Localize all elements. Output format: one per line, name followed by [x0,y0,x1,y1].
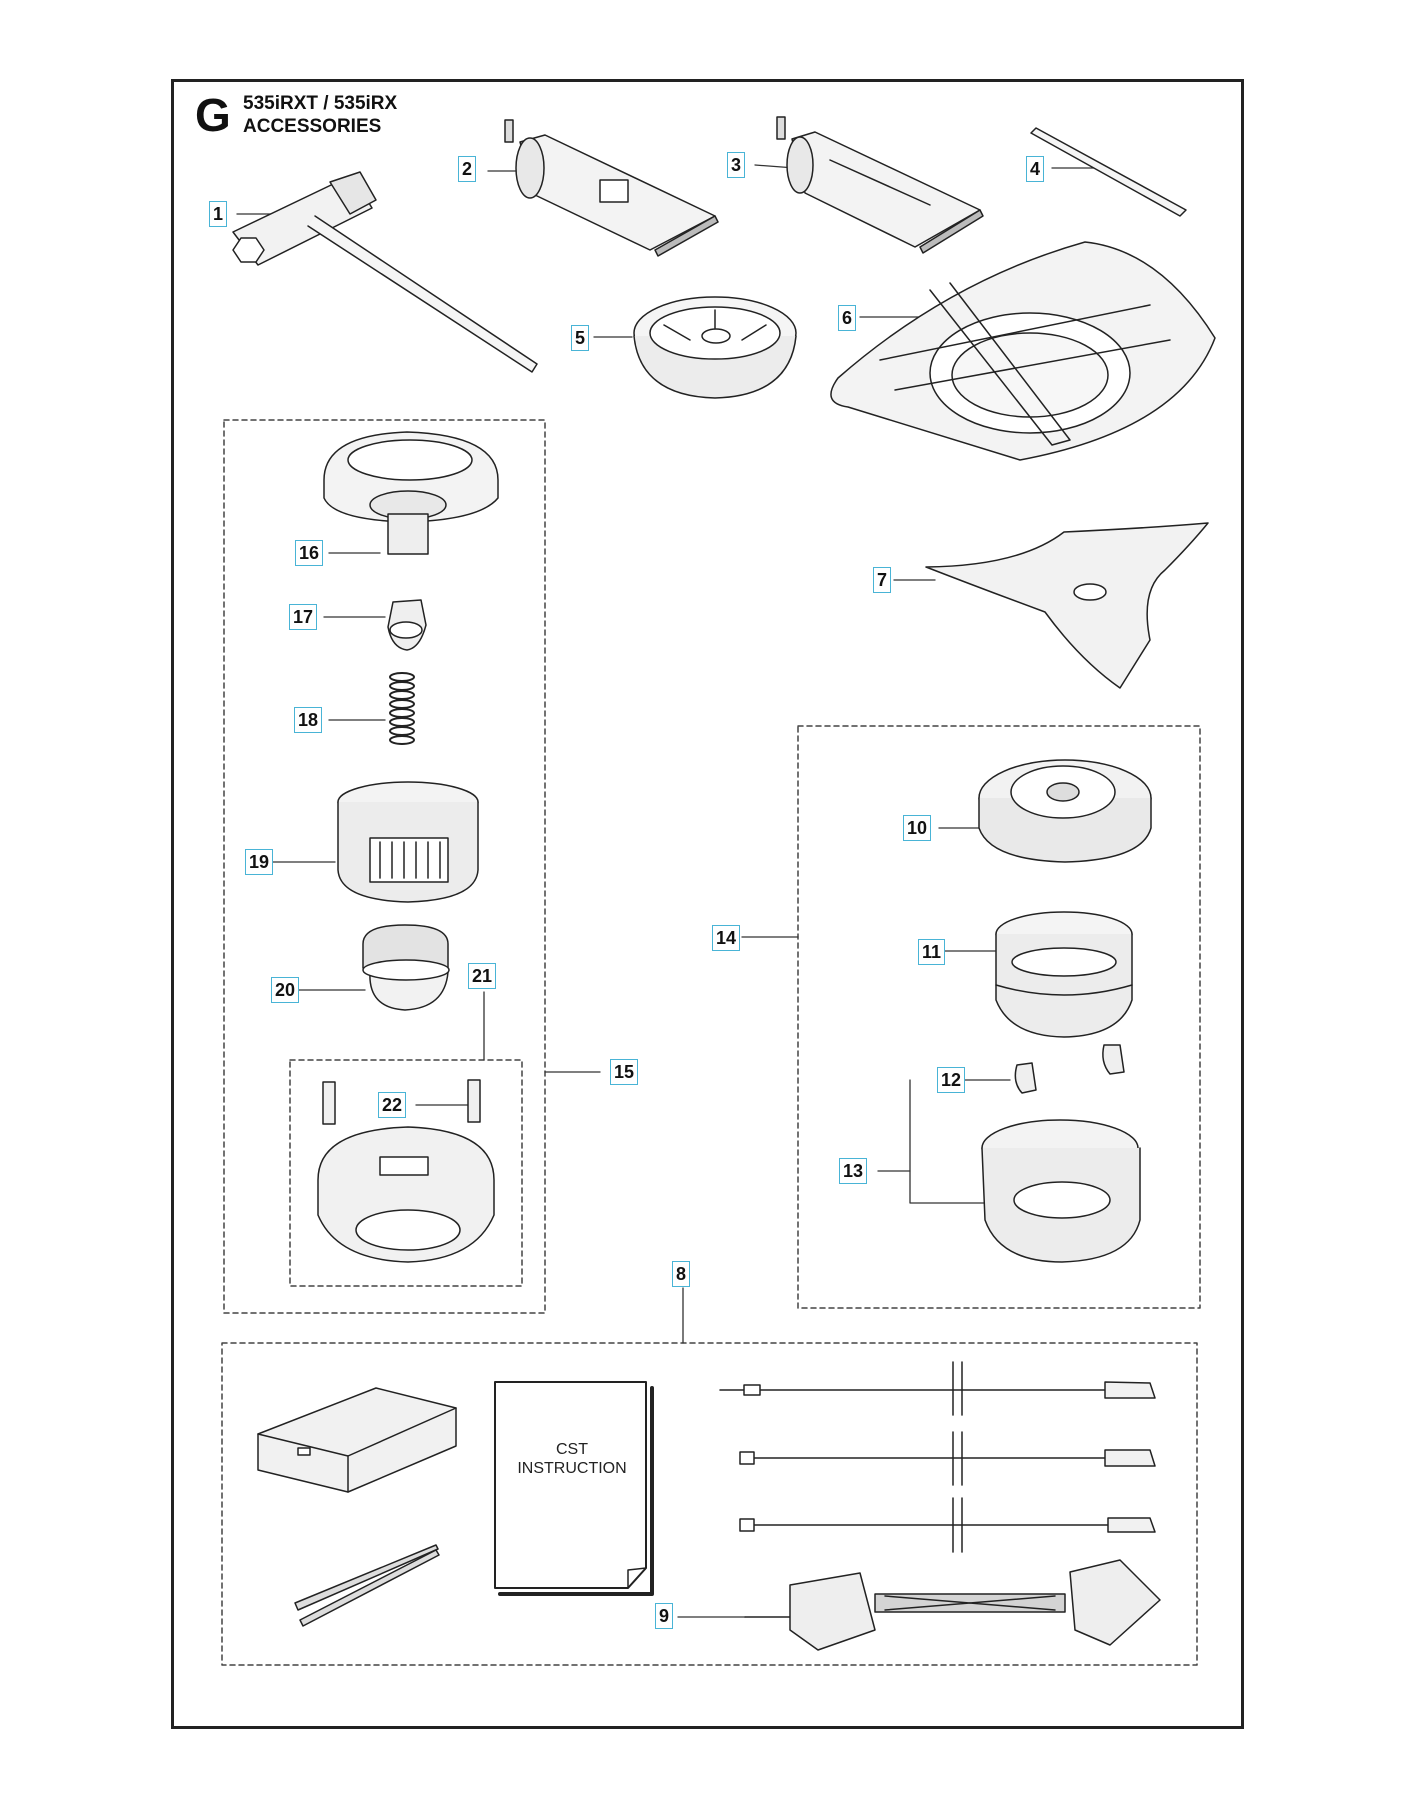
callout-4[interactable]: 4 [1026,156,1045,182]
callout-12[interactable]: 12 [937,1067,966,1093]
manual-label-line2: INSTRUCTION [517,1460,627,1477]
grease-tube-icon [504,119,719,257]
model-title: 535iRXT / 535iRX [243,93,398,114]
cable-icon [719,1381,1156,1399]
callout-8[interactable]: 8 [672,1261,691,1287]
support-cup-icon [633,296,797,399]
callout-3[interactable]: 3 [727,152,746,178]
diagnostic-cable-icon [744,1559,1161,1651]
tweezers-icon [294,1544,440,1627]
callout-17[interactable]: 17 [289,604,318,630]
callout-1[interactable]: 1 [209,201,228,227]
cable-icon [739,1449,1156,1467]
group-box-15 [223,419,546,1314]
spool-icon [995,911,1133,1038]
trimmer-housing-icon [981,1119,1141,1263]
callout-13[interactable]: 13 [839,1158,868,1184]
combination-wrench-icon [232,171,538,373]
grease-tube-icon [776,116,984,254]
group-box-8 [221,1342,1198,1666]
trimmer-cover-icon [978,759,1152,863]
manual-label-line1: CST [556,1441,588,1458]
callout-5[interactable]: 5 [571,325,590,351]
callout-10[interactable]: 10 [903,815,932,841]
spool-cover-icon [317,1126,495,1263]
callout-22[interactable]: 22 [378,1092,407,1118]
group-box-21 [289,1059,523,1287]
callout-20[interactable]: 20 [271,977,300,1003]
callout-9[interactable]: 9 [655,1603,674,1629]
section-letter: G [195,89,231,141]
battery-pack-icon [257,1387,457,1493]
blade-guard-icon [830,241,1216,461]
cable-icon [739,1517,1156,1533]
callout-15[interactable]: 15 [610,1059,639,1085]
knob-icon [362,924,450,1011]
eyelet-icon [1014,1044,1125,1094]
diagram-frame [171,79,1244,1729]
callout-11[interactable]: 11 [918,939,946,965]
manual-label: CST INSTRUCTION [498,1440,646,1478]
insert-icon [322,1079,481,1125]
callout-7[interactable]: 7 [873,567,892,593]
manual-icon [494,1381,654,1596]
callout-16[interactable]: 16 [295,540,324,566]
callout-21[interactable]: 21 [468,963,497,989]
rod-icon [1030,127,1187,217]
callout-19[interactable]: 19 [245,849,274,875]
callout-2[interactable]: 2 [458,156,477,182]
callout-18[interactable]: 18 [294,707,323,733]
callout-14[interactable]: 14 [712,925,741,951]
spring-icon [389,672,415,745]
spool-housing-icon [323,431,499,555]
bushing-icon [387,599,427,651]
grass-blade-icon [925,522,1209,689]
group-box-14 [797,725,1201,1309]
section-subtitle: ACCESSORIES [243,116,382,137]
callout-6[interactable]: 6 [838,305,857,331]
spool-icon [337,781,479,903]
